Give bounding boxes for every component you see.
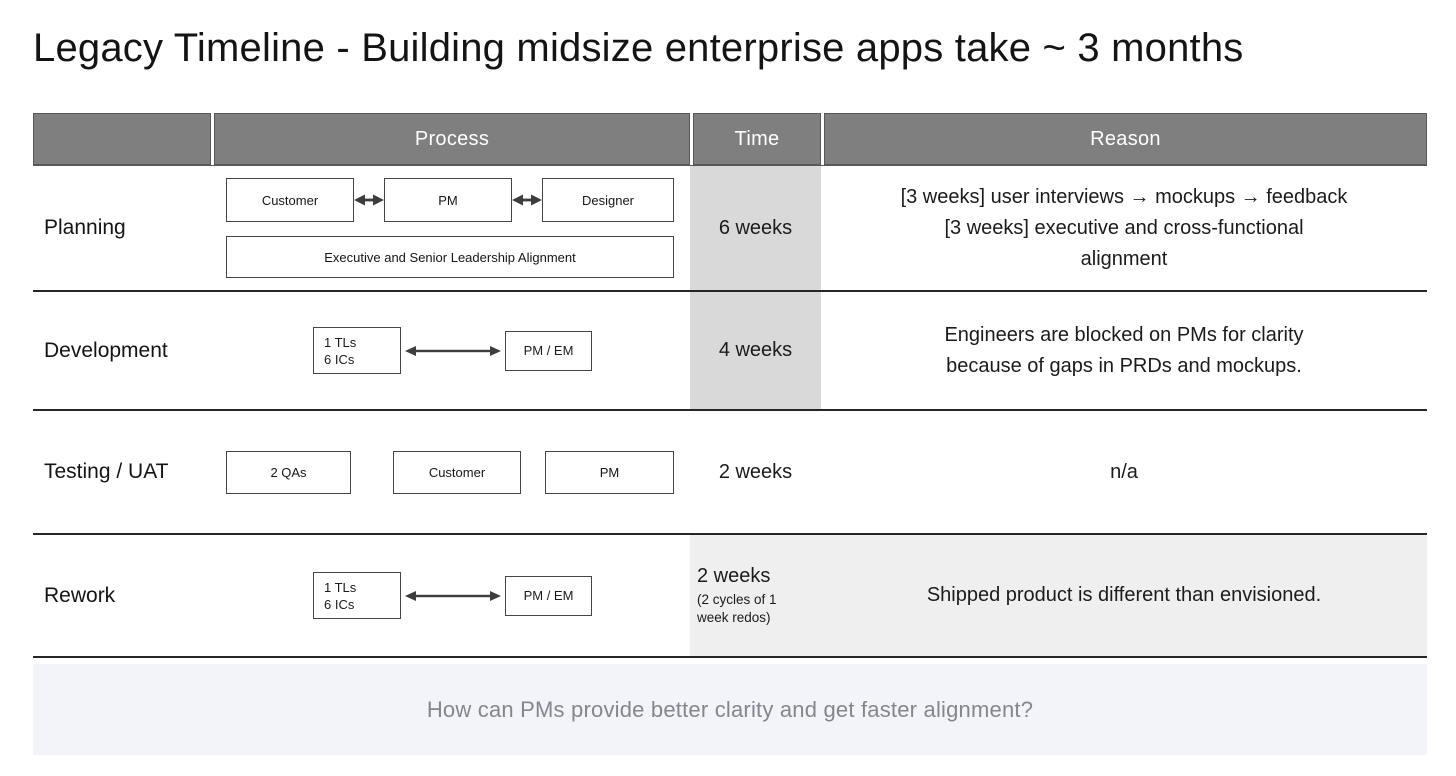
process-box-customer: Customer [393,450,521,494]
time-value: 2 weeks [718,460,793,483]
double-arrow-icon [354,194,384,206]
reason-cell: n/a [821,411,1427,533]
process-box-pm-em: PM / EM [505,575,592,616]
timeline-table: Process Time Reason Planning Customer PM [33,113,1427,658]
process-box-engineers: 1 TLs 6 ICs [313,572,401,619]
header-cell-reason: Reason [824,113,1427,165]
time-value: 2 weeks [697,564,771,587]
row-label: Planning [44,216,126,239]
time-value: 6 weeks [718,216,793,239]
process-box-pm: PM [545,450,674,494]
time-value: 4 weeks [718,339,793,361]
process-diagram-testing: 2 QAs Customer PM [211,411,690,533]
double-arrow-icon [512,194,542,206]
table-row-development: Development 1 TLs 6 ICs PM / EM 4 we [33,292,1427,411]
row-label: Development [44,338,168,362]
page-title: Legacy Timeline - Building midsize enter… [33,26,1244,70]
time-cell: 6 weeks [690,166,821,290]
table-row-planning: Planning Customer PM [33,165,1427,292]
footer-question: How can PMs provide better clarity and g… [426,696,1034,722]
process-diagram-planning: Customer PM Designer [211,166,690,290]
reason-line: n/a [1110,460,1138,483]
reason-line: [3 weeks] executive and cross-functional [944,216,1304,239]
process-box-qas: 2 QAs [226,450,351,494]
reason-line: Engineers are blocked on PMs for clarity [944,323,1304,346]
process-box-engineers: 1 TLs 6 ICs [313,327,401,374]
reason-cell: Engineers are blocked on PMs for clarity… [821,292,1427,409]
reason-line: alignment [1080,247,1168,270]
reason-line: because of gaps in PRDs and mockups. [946,354,1302,377]
time-cell: 4 weeks [690,292,821,409]
double-arrow-icon [405,590,501,601]
row-label: Testing / UAT [44,460,169,483]
process-diagram-rework: 1 TLs 6 ICs PM / EM [211,535,690,656]
process-diagram-development: 1 TLs 6 ICs PM / EM [211,292,690,409]
table-row-rework: Rework 1 TLs 6 ICs PM / EM [33,535,1427,658]
reason-cell: Shipped product is different than envisi… [821,535,1427,656]
footer-question-banner: How can PMs provide better clarity and g… [33,664,1427,755]
header-cell-process: Process [214,113,690,165]
row-label: Rework [44,583,116,607]
process-box-designer: Designer [542,178,674,222]
time-cell: 2 weeks (2 cycles of 1 week redos) [690,535,821,656]
header-cell-blank [33,113,211,165]
time-note: (2 cycles of 1 week redos) [697,591,777,625]
reason-line: [3 weeks] user interviews → mockups → fe… [900,185,1348,208]
reason-line: Shipped product is different than envisi… [926,584,1322,606]
table-header-row: Process Time Reason [33,113,1427,165]
header-cell-time: Time [693,113,821,165]
process-box-customer: Customer [226,178,354,222]
process-box-pm: PM [384,178,512,222]
process-box-pm-em: PM / EM [505,330,592,371]
table-row-testing-uat: Testing / UAT 2 QAs Customer PM 2 weeks … [33,411,1427,535]
reason-cell: [3 weeks] user interviews → mockups → fe… [821,166,1427,290]
double-arrow-icon [405,345,501,356]
time-cell: 2 weeks [690,411,821,533]
process-banner-alignment: Executive and Senior Leadership Alignmen… [226,236,674,278]
